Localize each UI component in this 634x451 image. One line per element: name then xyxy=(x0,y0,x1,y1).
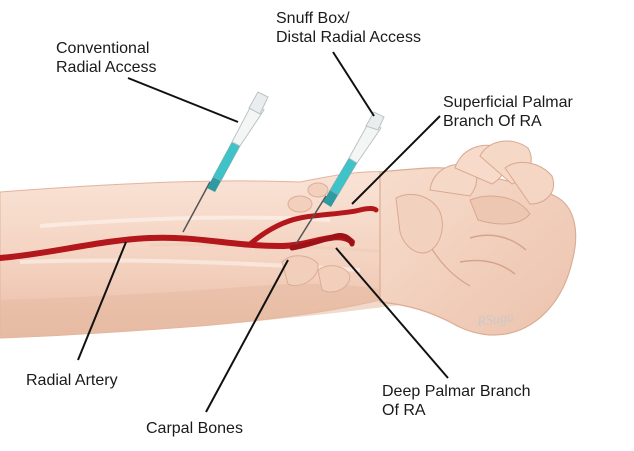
label-line: Distal Radial Access xyxy=(276,29,421,46)
forearm-shadow xyxy=(0,283,400,338)
thumb xyxy=(395,194,443,254)
deep-palmar-branch xyxy=(289,233,355,251)
syringe-icon xyxy=(295,111,385,245)
carpal-bone xyxy=(307,182,329,198)
label-line: Deep Palmar Branch xyxy=(382,383,531,400)
leader-deep-palmar xyxy=(335,247,449,379)
carpal-bone xyxy=(317,265,351,293)
leader-conventional xyxy=(127,77,239,123)
leader-carpal-bones xyxy=(205,259,289,413)
palm-crease xyxy=(469,234,527,251)
finger xyxy=(504,161,554,205)
label-line: Conventional xyxy=(56,40,150,57)
superficial-palmar-branch xyxy=(247,206,379,247)
label-radial-artery: Radial Artery xyxy=(26,371,118,390)
label-line: Superficial Palmar xyxy=(443,94,573,111)
label-snuffbox: Snuff Box/ Distal Radial Access xyxy=(276,9,421,47)
label-carpal-bones: Carpal Bones xyxy=(146,419,243,438)
label-line: Radial Artery xyxy=(26,372,118,389)
label-superficial: Superficial Palmar Branch Of RA xyxy=(443,93,573,131)
carpal-bone xyxy=(281,255,319,286)
label-line: Carpal Bones xyxy=(146,420,243,437)
leader-superficial xyxy=(351,115,441,205)
tendon xyxy=(39,215,331,228)
label-line: Radial Access xyxy=(56,59,157,76)
finger-curl xyxy=(469,195,531,225)
leader-snuffbox xyxy=(332,51,375,117)
carpal-bone xyxy=(287,195,313,213)
label-deep-palmar: Deep Palmar Branch Of RA xyxy=(382,382,531,420)
leader-radial-artery xyxy=(77,241,127,361)
label-conventional: Conventional Radial Access xyxy=(56,39,157,77)
label-line: Snuff Box/ xyxy=(276,10,350,27)
palm-crease xyxy=(429,245,471,287)
palm-crease xyxy=(459,259,516,275)
label-line: Branch Of RA xyxy=(443,113,542,130)
syringe-icon xyxy=(182,91,269,233)
artist-signature: RSuga xyxy=(475,310,514,330)
label-line: Of RA xyxy=(382,402,426,419)
